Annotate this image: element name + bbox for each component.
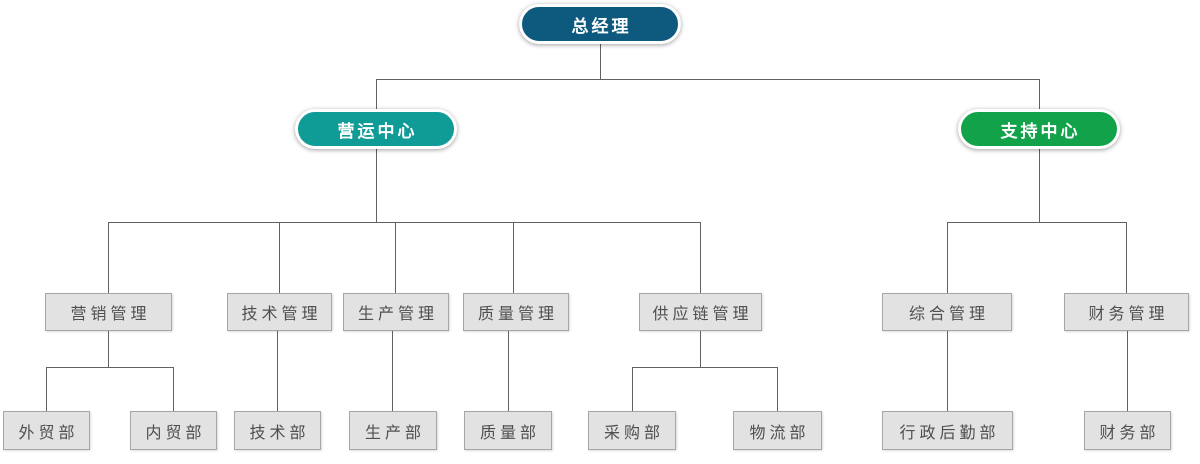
- connector-supplychain-to-depts: [632, 331, 778, 411]
- node-logistics-dept: 物流部: [733, 411, 822, 450]
- node-purchasing-dept: 采购部: [588, 411, 676, 450]
- connector-gm-to-centers: [376, 44, 1040, 109]
- node-foreign-trade-dept: 外贸部: [3, 411, 90, 450]
- node-production-mgmt: 生产管理: [343, 293, 449, 331]
- node-admin-logistics-dept: 行政后勤部: [882, 411, 1013, 450]
- node-quality-dept: 质量部: [464, 411, 552, 450]
- node-tech-mgmt: 技术管理: [227, 293, 332, 331]
- node-finance-dept: 财务部: [1084, 411, 1171, 450]
- node-finance-mgmt: 财务管理: [1064, 293, 1189, 331]
- node-supply-chain-mgmt: 供应链管理: [639, 293, 762, 331]
- node-domestic-trade-dept: 内贸部: [130, 411, 217, 450]
- node-general-affairs-mgmt: 综合管理: [882, 293, 1012, 331]
- node-operations-center: 营运中心: [295, 109, 457, 149]
- node-general-manager: 总经理: [519, 4, 681, 44]
- connector-support-to-mgmt: [947, 149, 1127, 293]
- node-quality-mgmt: 质量管理: [463, 293, 569, 331]
- node-tech-dept: 技术部: [234, 411, 321, 450]
- connector-operations-to-mgmt: [108, 149, 701, 293]
- connector-marketing-to-depts: [46, 331, 174, 411]
- node-production-dept: 生产部: [349, 411, 437, 450]
- node-marketing-mgmt: 营销管理: [45, 293, 172, 331]
- node-support-center: 支持中心: [958, 109, 1120, 149]
